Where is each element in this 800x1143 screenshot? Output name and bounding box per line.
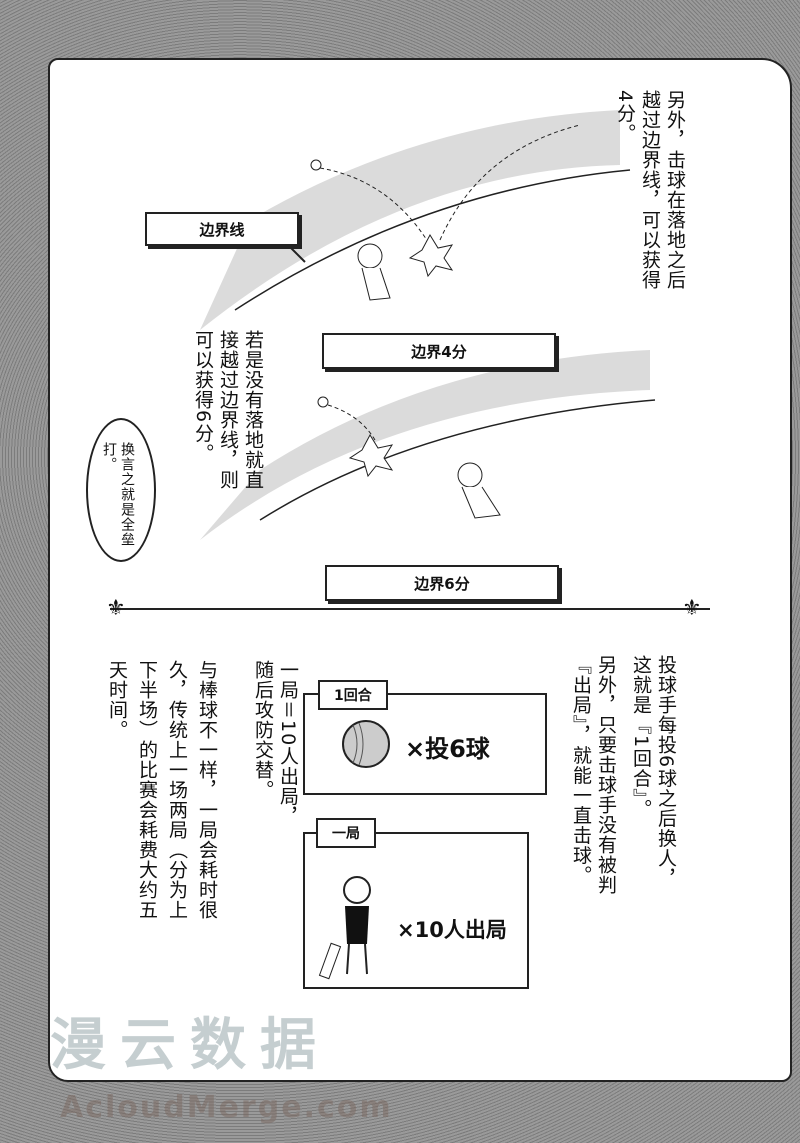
fleur-icon: ⚜: [106, 596, 126, 621]
fielder-figure: [357, 243, 383, 269]
cricket-ball-icon: [342, 720, 390, 768]
duration-text: 与棒球不一样，一局会耗时很久，传统上一场两局（分为上下半场）的比赛会耗费大约五天…: [106, 660, 218, 920]
ball-trajectory: [319, 167, 431, 246]
six-runs-text: 若是没有落地就直接越过边界线，则可以获得6分。: [192, 330, 264, 490]
over-box-tag: 1回合: [318, 680, 388, 710]
bubble-text: 换言之就是全垒打。: [101, 442, 135, 547]
inning-text: 一局＝10人出局，随后攻防交替。: [252, 660, 299, 827]
ornamental-divider: [110, 608, 710, 610]
out-text: 另外，只要击球手没有被判『出局』，就能一直击球。: [570, 655, 617, 895]
ball-icon: [310, 159, 322, 171]
six-runs-label: 边界6分: [325, 565, 559, 601]
field-shade-top: [200, 110, 620, 330]
impact-burst-icon: [408, 233, 454, 278]
over-text: 投球手每投6球之后换人，这就是『1回合』。: [630, 655, 677, 889]
ball-trajectory: [439, 124, 581, 241]
fleur-icon: ⚜: [682, 596, 702, 621]
inning-box-value: ×10人出局: [397, 918, 507, 942]
fielder-figure: [457, 462, 483, 488]
speech-bubble: 换言之就是全垒打。: [86, 418, 156, 562]
impact-burst-icon: [348, 433, 394, 478]
ball-icon: [317, 396, 329, 408]
boundary-line-top: [234, 169, 631, 311]
over-box-value: ×投6球: [405, 735, 490, 763]
boundary-line-bottom: [259, 399, 656, 521]
watermark-cn: 漫云数据: [50, 1013, 330, 1078]
four-runs-label: 边界4分: [322, 333, 556, 369]
boundary-line-label: 边界线: [145, 212, 299, 246]
field-shade-bottom: [200, 350, 650, 540]
inning-box: ×10人出局: [303, 832, 529, 989]
inning-box-tag: 一局: [316, 818, 376, 848]
watermark-en: AcloudMerge.com: [60, 1090, 393, 1125]
batsman-figure-icon: [318, 876, 371, 980]
over-box: ×投6球: [303, 693, 547, 795]
four-runs-text: 另外，击球在落地之后越过边界线，可以获得4分。: [614, 90, 686, 290]
